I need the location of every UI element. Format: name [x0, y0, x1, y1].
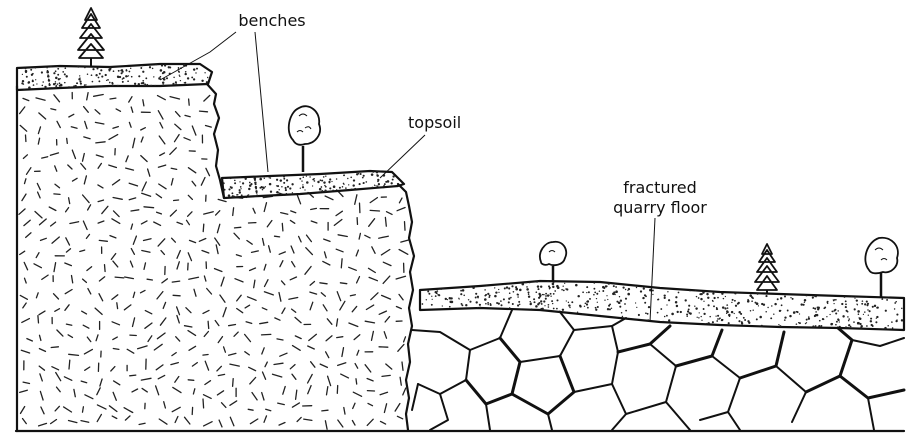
benches-leader-to-top	[160, 32, 236, 80]
round-tree-icon	[540, 242, 566, 282]
conifer-tree-icon	[755, 244, 779, 294]
label-fractured: fractured	[623, 178, 696, 197]
label-topsoil: topsoil	[408, 113, 461, 132]
label-benches: benches	[238, 11, 305, 30]
fractured-quarry-floor	[412, 279, 904, 430]
round-tree-icon	[865, 238, 898, 298]
conifer-tree-icon	[78, 8, 104, 66]
rock-outline	[18, 82, 415, 430]
label-quarry-floor: quarry floor	[613, 198, 707, 217]
topsoil-leader	[380, 135, 425, 178]
benches-leader-to-bench	[255, 32, 268, 172]
round-tree-icon	[289, 106, 320, 172]
quarry-floor-leader	[650, 218, 655, 322]
rock-body	[17, 82, 415, 431]
quarry-floor-topsoil-outline	[420, 281, 904, 330]
